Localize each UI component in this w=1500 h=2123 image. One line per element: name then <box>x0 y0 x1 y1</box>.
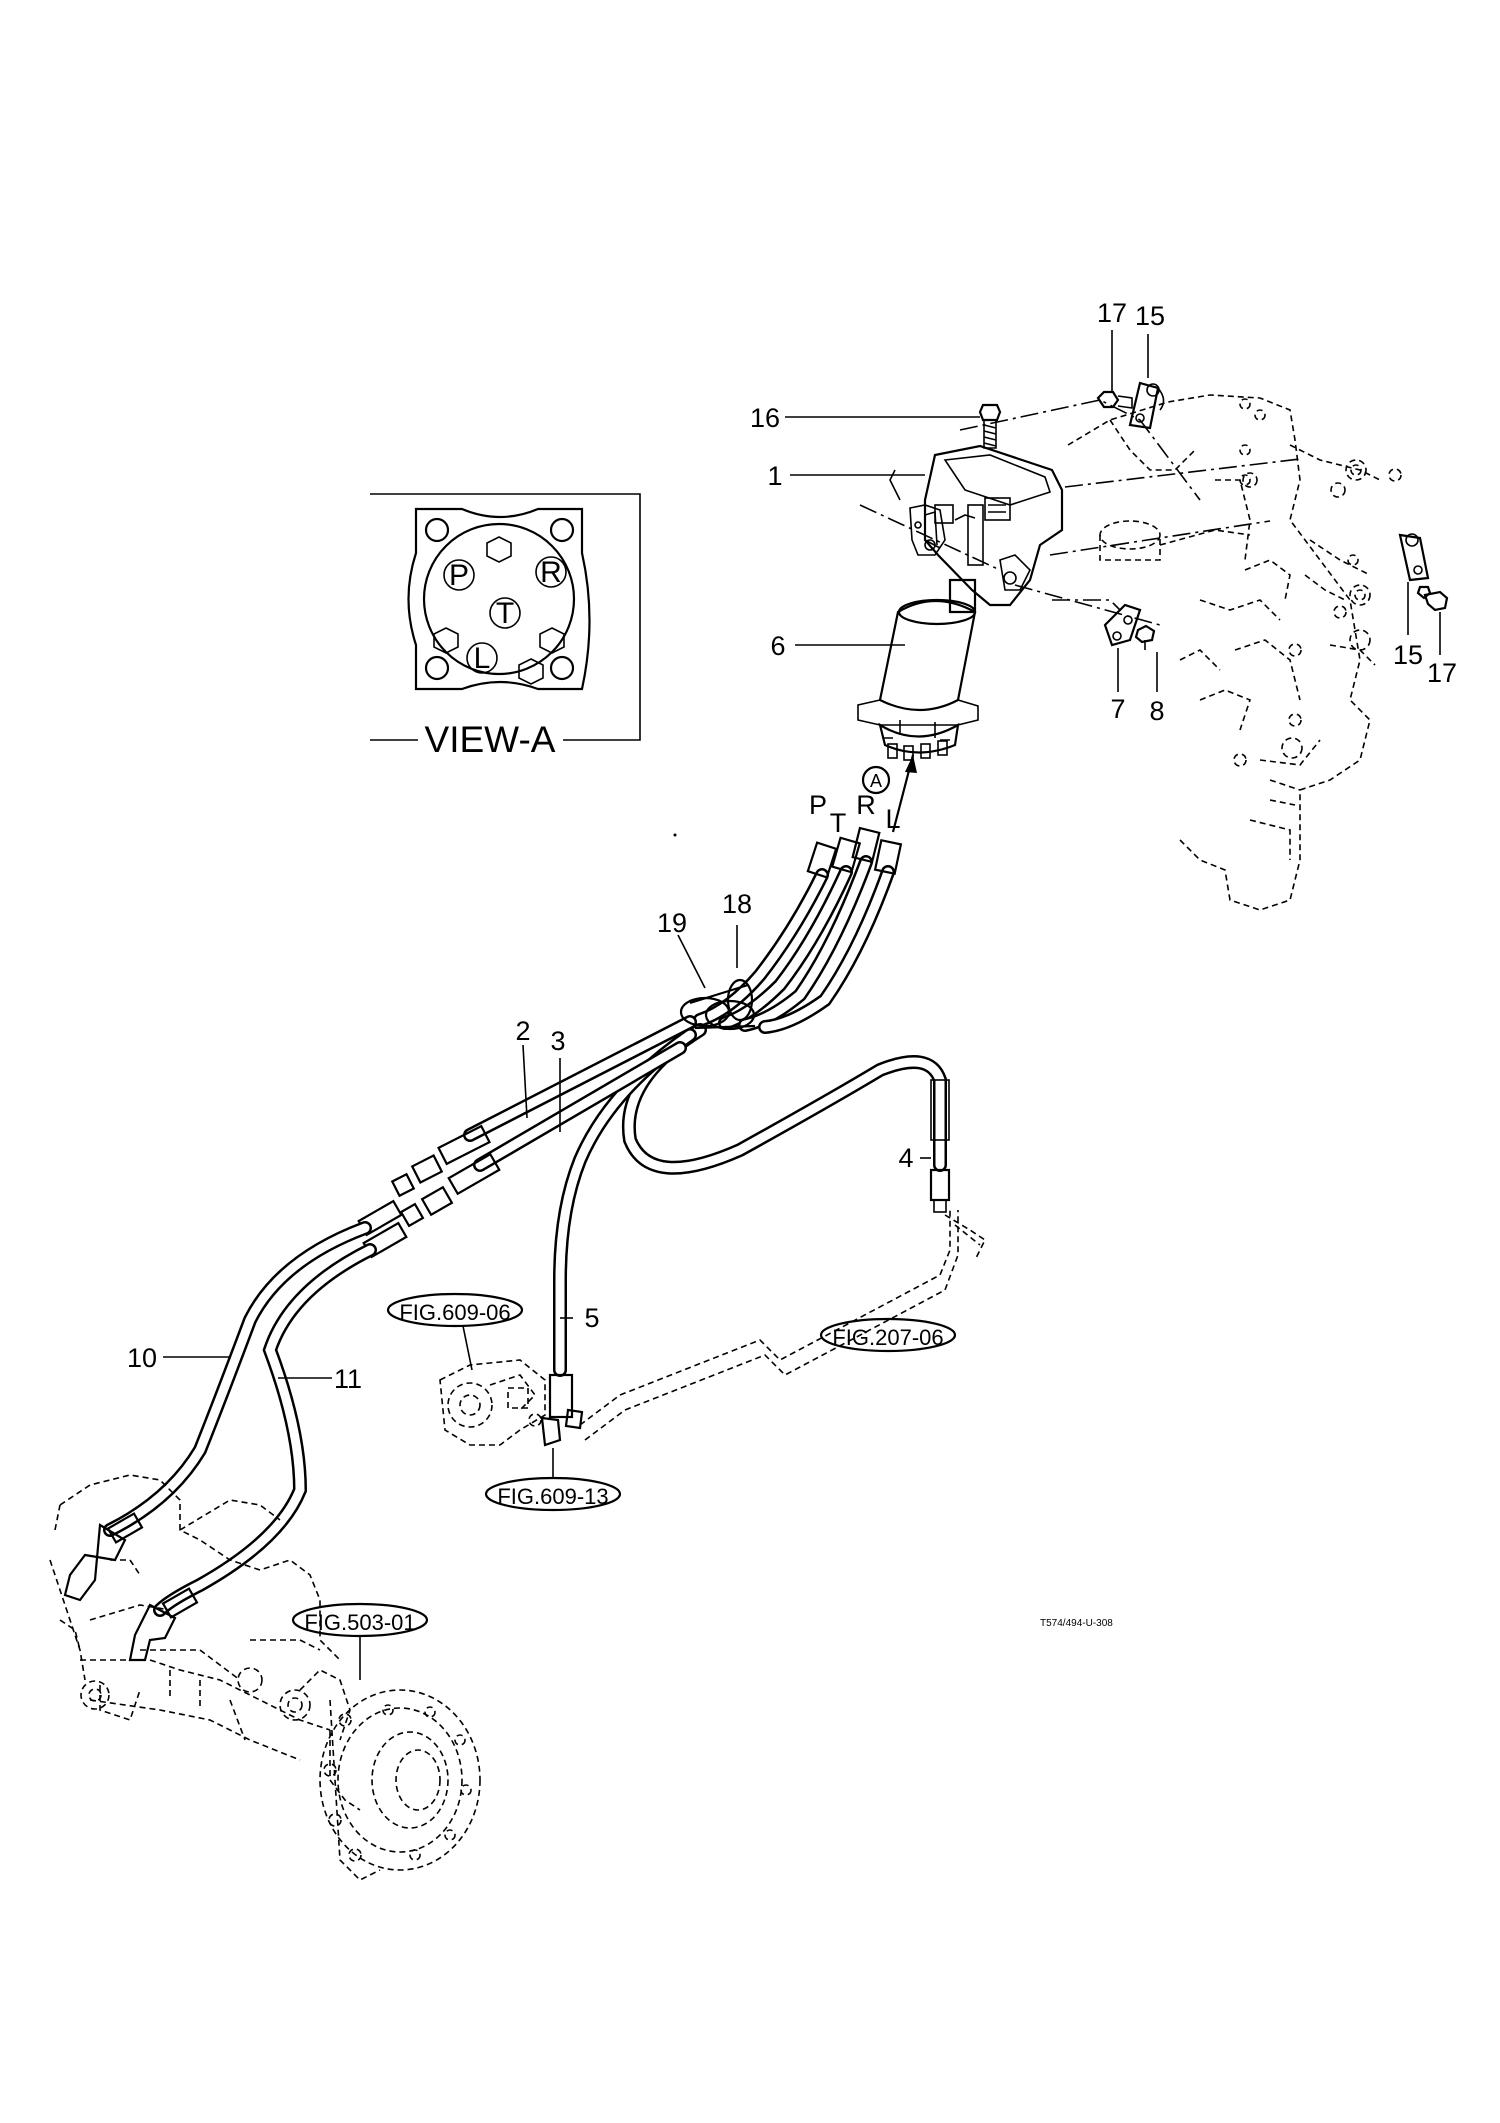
clamp-15-lower <box>1398 533 1430 582</box>
callout-8: 8 <box>1149 696 1164 726</box>
hose-port-l: L <box>885 804 900 834</box>
callout-16: 16 <box>750 403 780 433</box>
mounting-center-lines <box>859 399 1301 626</box>
figure-ref-609-13-label: FIG.609-13 <box>497 1484 608 1509</box>
callout-15-upper: 15 <box>1135 301 1165 331</box>
plate-7 <box>1103 603 1142 647</box>
view-a-inset: P R T L VIEW-A <box>370 493 641 760</box>
callout-numbers: 17 15 16 1 6 7 8 15 17 18 19 2 3 4 5 10 … <box>127 298 1457 1394</box>
callout-19: 19 <box>657 908 687 938</box>
steering-column-bracket <box>889 444 1064 607</box>
drawing-code: T574/494-U-308 <box>1040 1618 1113 1629</box>
callout-leaders <box>163 330 1441 1379</box>
hose-port-t: T <box>830 808 847 838</box>
callout-10: 10 <box>127 1343 157 1373</box>
callout-6: 6 <box>770 631 785 661</box>
bolt-8 <box>1134 624 1156 650</box>
figure-ref-503-01-label: FIG.503-01 <box>304 1610 415 1635</box>
view-a-port-t: T <box>496 597 514 630</box>
view-a-marker: A <box>861 754 917 833</box>
callout-11: 11 <box>334 1364 362 1394</box>
callout-7: 7 <box>1110 694 1125 724</box>
tube-207-06 <box>579 1210 987 1441</box>
view-a-port-r: R <box>540 556 562 589</box>
hose-assembly <box>63 826 951 1662</box>
figure-ref-609-06[interactable]: FIG.609-06 <box>386 1292 524 1371</box>
hydraulic-pump <box>439 1359 584 1447</box>
frame-bracket-outline <box>1067 394 1402 911</box>
hose-port-r: R <box>856 790 876 820</box>
steering-valve-6 <box>857 578 979 761</box>
figure-ref-207-06[interactable]: FIG.207-06 <box>819 1317 957 1353</box>
view-a-caption: VIEW-A <box>425 719 556 760</box>
callout-18: 18 <box>722 889 752 919</box>
view-a-marker-letter: A <box>870 771 882 791</box>
clamp-15-upper <box>1128 381 1165 430</box>
callout-17-lower: 17 <box>1427 658 1457 688</box>
hose-port-p: P <box>809 790 827 820</box>
callout-1: 1 <box>767 461 782 491</box>
callout-17-upper: 17 <box>1097 298 1127 328</box>
bolt-16 <box>978 403 1002 449</box>
callout-15-lower: 15 <box>1393 640 1423 670</box>
figure-ref-609-13[interactable]: FIG.609-13 <box>484 1448 622 1512</box>
view-a-port-p: P <box>449 559 469 592</box>
view-a-port-l: L <box>474 642 491 675</box>
figure-ref-503-01[interactable]: FIG.503-01 <box>291 1602 429 1680</box>
figure-ref-207-06-label: FIG.207-06 <box>832 1325 943 1350</box>
callout-2: 2 <box>515 1016 530 1046</box>
callout-3: 3 <box>550 1026 565 1056</box>
bolt-17-upper <box>1096 390 1133 409</box>
callout-4: 4 <box>898 1143 913 1173</box>
stray-dot <box>673 833 677 837</box>
view-a-flange: P R T L <box>407 507 591 691</box>
bolt-17-lower <box>1416 585 1449 612</box>
front-axle <box>49 1474 481 1881</box>
callout-5: 5 <box>584 1303 599 1333</box>
figure-ref-609-06-label: FIG.609-06 <box>399 1300 510 1325</box>
